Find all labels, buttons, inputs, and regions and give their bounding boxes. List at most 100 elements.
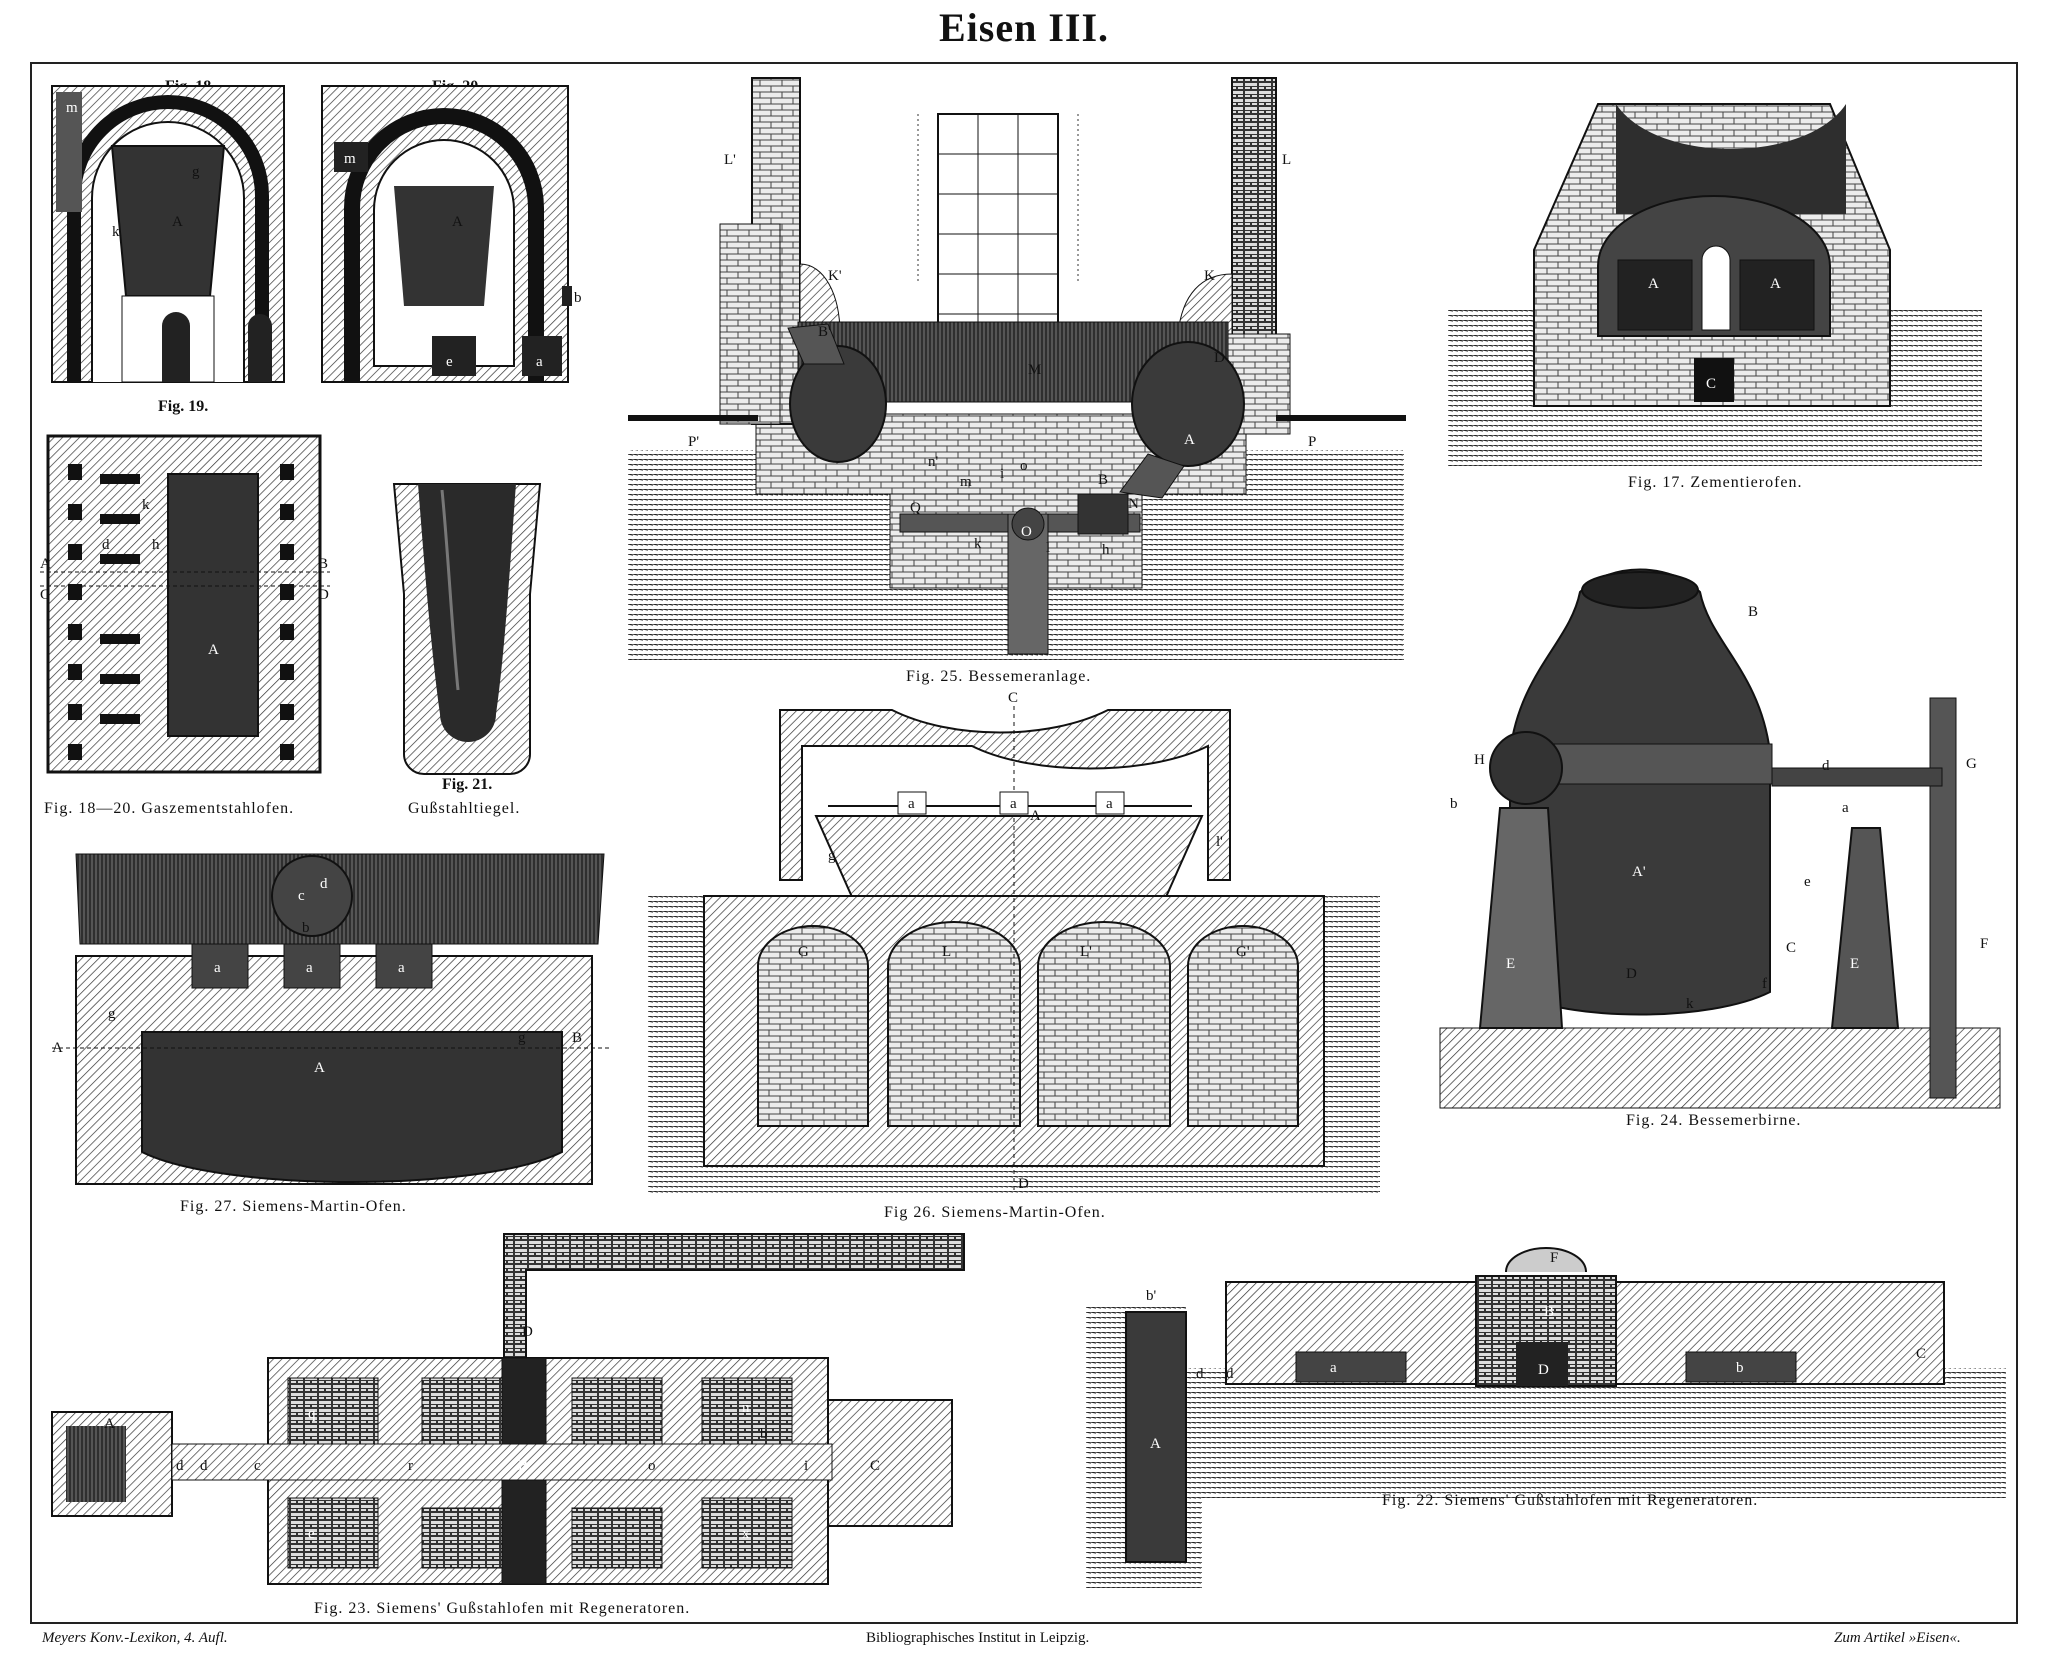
svg-text:B: B bbox=[572, 1030, 582, 1046]
svg-text:A: A bbox=[172, 214, 183, 230]
svg-text:C: C bbox=[40, 587, 50, 603]
svg-text:b: b bbox=[760, 1426, 768, 1442]
svg-text:b: b bbox=[574, 290, 582, 306]
svg-text:k: k bbox=[1686, 996, 1694, 1012]
svg-text:P: P bbox=[1308, 434, 1316, 450]
svg-text:C: C bbox=[1008, 690, 1018, 706]
svg-text:d: d bbox=[1226, 1366, 1234, 1382]
svg-text:D: D bbox=[522, 1324, 533, 1340]
fig21-drawing bbox=[392, 483, 542, 775]
svg-text:B': B' bbox=[818, 324, 831, 340]
svg-text:m: m bbox=[960, 474, 972, 490]
svg-text:d: d bbox=[176, 1458, 184, 1474]
plate-frame bbox=[30, 62, 2018, 1624]
svg-text:h: h bbox=[1102, 542, 1110, 558]
svg-text:L: L bbox=[1282, 152, 1291, 168]
svg-text:m: m bbox=[66, 100, 78, 116]
svg-text:a: a bbox=[1842, 800, 1849, 816]
fig19-label: Fig. 19. bbox=[158, 398, 209, 415]
svg-text:B: B bbox=[518, 1458, 528, 1474]
svg-text:a: a bbox=[214, 960, 221, 976]
svg-text:A: A bbox=[208, 642, 219, 658]
fig21-label: Fig. 21. bbox=[442, 776, 493, 793]
svg-text:A: A bbox=[1184, 432, 1195, 448]
fig21-caption: Gußstahltiegel. bbox=[408, 800, 521, 817]
svg-text:l: l bbox=[1046, 540, 1050, 556]
svg-text:b': b' bbox=[1146, 1288, 1157, 1304]
footer-right: Zum Artikel »Eisen«. bbox=[1834, 1630, 1961, 1646]
svg-text:b: b bbox=[1450, 796, 1458, 812]
svg-text:h: h bbox=[152, 537, 160, 553]
svg-text:c: c bbox=[254, 1458, 261, 1474]
fig26-caption: Fig 26. Siemens-Martin-Ofen. bbox=[884, 1204, 1106, 1221]
fig24-caption: Fig. 24. Bessemerbirne. bbox=[1626, 1112, 1802, 1129]
svg-text:i: i bbox=[1000, 466, 1004, 482]
svg-text:A: A bbox=[1770, 276, 1781, 292]
svg-text:g: g bbox=[828, 848, 836, 864]
svg-text:K: K bbox=[1204, 268, 1215, 284]
svg-text:g: g bbox=[108, 1006, 116, 1022]
svg-text:a: a bbox=[306, 960, 313, 976]
svg-text:O: O bbox=[1021, 524, 1032, 540]
svg-text:b: b bbox=[1736, 1360, 1744, 1376]
svg-text:A: A bbox=[52, 1040, 63, 1056]
svg-text:A: A bbox=[40, 556, 51, 572]
svg-text:k: k bbox=[974, 536, 982, 552]
fig23-caption: Fig. 23. Siemens' Gußstahlofen mit Regen… bbox=[314, 1600, 691, 1617]
svg-text:n: n bbox=[742, 1400, 750, 1416]
svg-text:E: E bbox=[1850, 956, 1859, 972]
svg-text:e: e bbox=[446, 354, 453, 370]
svg-text:l': l' bbox=[1216, 834, 1223, 850]
svg-text:e: e bbox=[308, 1526, 315, 1542]
fig22-drawing: b' F B D C A d d a b bbox=[1086, 1247, 2006, 1588]
svg-text:C: C bbox=[1786, 940, 1796, 956]
svg-text:d: d bbox=[1196, 1366, 1204, 1382]
fig18-20-caption: Fig. 18—20. Gaszementstahlofen. bbox=[44, 800, 295, 817]
svg-text:G': G' bbox=[1236, 944, 1250, 960]
svg-text:e: e bbox=[1804, 874, 1811, 890]
svg-text:L': L' bbox=[724, 152, 736, 168]
svg-text:A: A bbox=[1030, 808, 1041, 824]
svg-text:C: C bbox=[1916, 1346, 1926, 1362]
svg-text:C: C bbox=[870, 1458, 880, 1474]
svg-text:D: D bbox=[318, 587, 329, 603]
svg-text:x: x bbox=[742, 1526, 750, 1542]
plate-title: Eisen III. bbox=[938, 5, 1110, 50]
svg-text:m: m bbox=[344, 151, 356, 167]
svg-text:a: a bbox=[1330, 1360, 1337, 1376]
fig22-caption: Fig. 22. Siemens' Gußstahlofen mit Regen… bbox=[1382, 1492, 1759, 1509]
svg-text:A: A bbox=[1150, 1436, 1161, 1452]
svg-text:B: B bbox=[1544, 1304, 1554, 1320]
svg-text:M: M bbox=[1028, 362, 1041, 378]
svg-text:k: k bbox=[142, 497, 150, 513]
svg-text:n': n' bbox=[928, 454, 939, 470]
svg-text:d: d bbox=[320, 876, 328, 892]
svg-text:H: H bbox=[1474, 752, 1485, 768]
svg-text:B: B bbox=[1748, 604, 1758, 620]
svg-text:D: D bbox=[1018, 1176, 1029, 1192]
svg-text:a: a bbox=[398, 960, 405, 976]
svg-text:Q: Q bbox=[910, 500, 921, 516]
fig17-caption: Fig. 17. Zementierofen. bbox=[1628, 474, 1803, 491]
svg-text:r: r bbox=[408, 1458, 413, 1474]
svg-text:c: c bbox=[298, 888, 305, 904]
svg-text:B: B bbox=[318, 556, 328, 572]
svg-text:b: b bbox=[302, 920, 310, 936]
svg-text:g: g bbox=[192, 164, 200, 180]
svg-text:k: k bbox=[112, 224, 120, 240]
svg-text:L: L bbox=[942, 944, 951, 960]
svg-text:i: i bbox=[804, 1458, 808, 1474]
svg-text:o: o bbox=[1020, 458, 1028, 474]
svg-text:P': P' bbox=[688, 434, 699, 450]
svg-text:G: G bbox=[1966, 756, 1977, 772]
svg-text:C: C bbox=[1706, 376, 1716, 392]
fig18-drawing: Am g k bbox=[51, 85, 285, 383]
svg-text:F: F bbox=[1550, 1250, 1558, 1266]
footer-center: Bibliographisches Institut in Leipzig. bbox=[866, 1630, 1090, 1646]
svg-text:d: d bbox=[102, 537, 110, 553]
svg-text:D: D bbox=[1538, 1362, 1549, 1378]
